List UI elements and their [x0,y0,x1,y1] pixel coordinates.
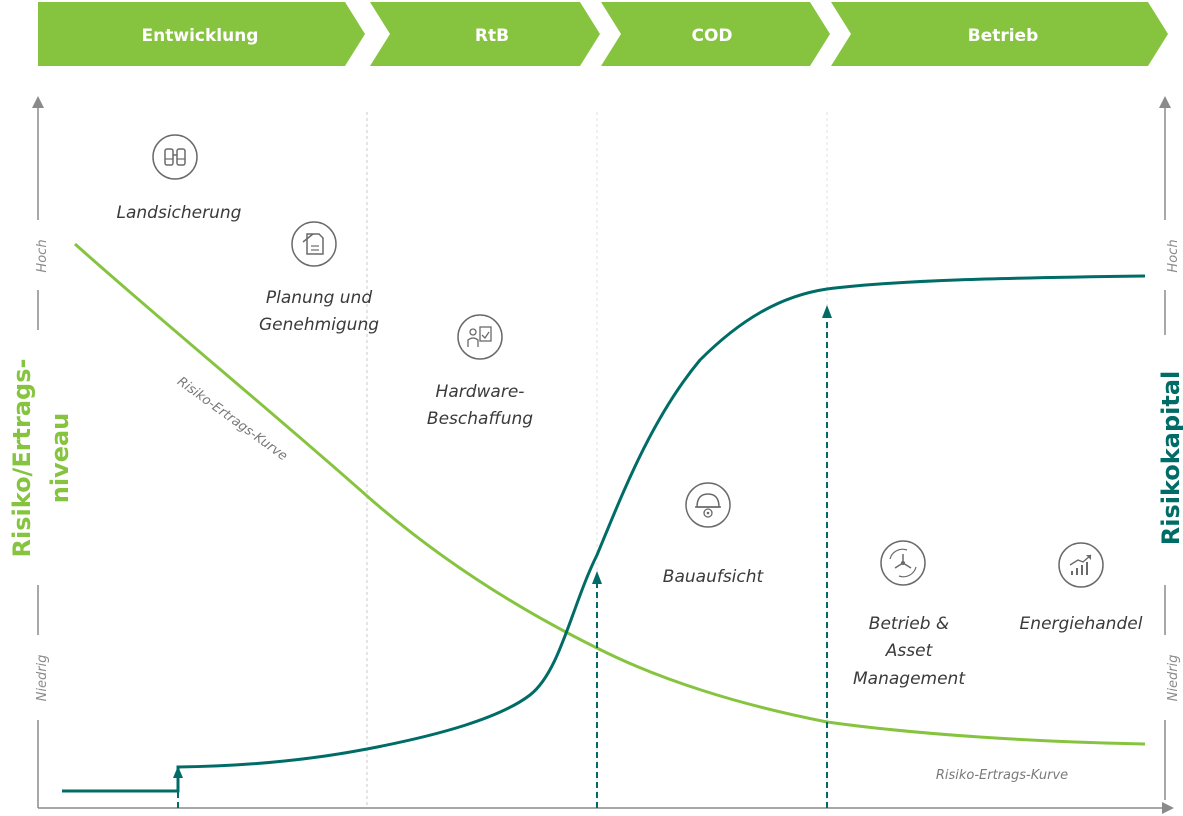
capital-arrow-2-head [592,571,602,584]
left-axis-low: Niedrig [35,655,50,702]
step-betrieb-line3: Management [853,669,966,689]
step-labels: Landsicherung Planung und Genehmigung Ha… [117,203,1143,689]
phase-banner: Entwicklung RtB COD Betrieb [38,2,1168,66]
capital-arrow-1-head [173,766,183,778]
step-bauaufsicht: Bauaufsicht [663,567,765,587]
step-hardware-line1: Hardware- [436,382,525,402]
hardhat-gear-icon [685,482,731,528]
phase-dividers [366,112,828,808]
risk-capital-curve [62,274,1146,793]
presentation-checklist-icon [457,314,503,360]
phase-betrieb-label: Betrieb [968,26,1039,46]
trading-chart-icon [1058,542,1104,588]
risk-curve-label-lower: Risiko-Ertrags-Kurve [936,768,1068,783]
right-axis-low: Niedrig [1166,655,1181,702]
phase-betrieb [831,2,1168,66]
wind-turbine-cycle-icon [880,540,926,586]
risk-curve-label-upper: Risiko-Ertrags-Kurve [174,374,290,464]
step-betrieb-line2: Asset [885,641,934,661]
phase-rtb [370,2,600,66]
step-landsicherung: Landsicherung [117,203,242,223]
capital-arrows [173,305,832,808]
phase-rtb-label: RtB [475,26,509,46]
left-axis-title-line2: niveau [46,413,74,504]
step-hardware-line2: Beschaffung [427,409,533,429]
left-axis: Hoch Niedrig Risiko/Ertrags- niveau [8,96,74,808]
left-axis-title-line1: Risiko/Ertrags- [8,359,36,558]
phase-entwicklung [38,2,365,66]
phase-entwicklung-label: Entwicklung [142,26,259,46]
binoculars-icon [152,134,198,180]
document-edit-icon [291,221,337,267]
right-axis-title: Risikokapital [1157,371,1183,545]
risk-return-curve [74,242,1146,746]
capital-arrow-3-head [822,305,832,318]
phase-cod-label: COD [691,26,732,46]
step-energiehandel: Energiehandel [1020,614,1143,634]
right-axis: Hoch Niedrig Risikokapital [1157,96,1183,800]
right-axis-high: Hoch [1166,239,1181,272]
step-betrieb-line1: Betrieb & [869,614,949,634]
step-planung-line2: Genehmigung [259,315,379,335]
left-axis-high: Hoch [35,239,50,272]
phase-cod [601,2,830,66]
step-planung-line1: Planung und [266,288,372,308]
